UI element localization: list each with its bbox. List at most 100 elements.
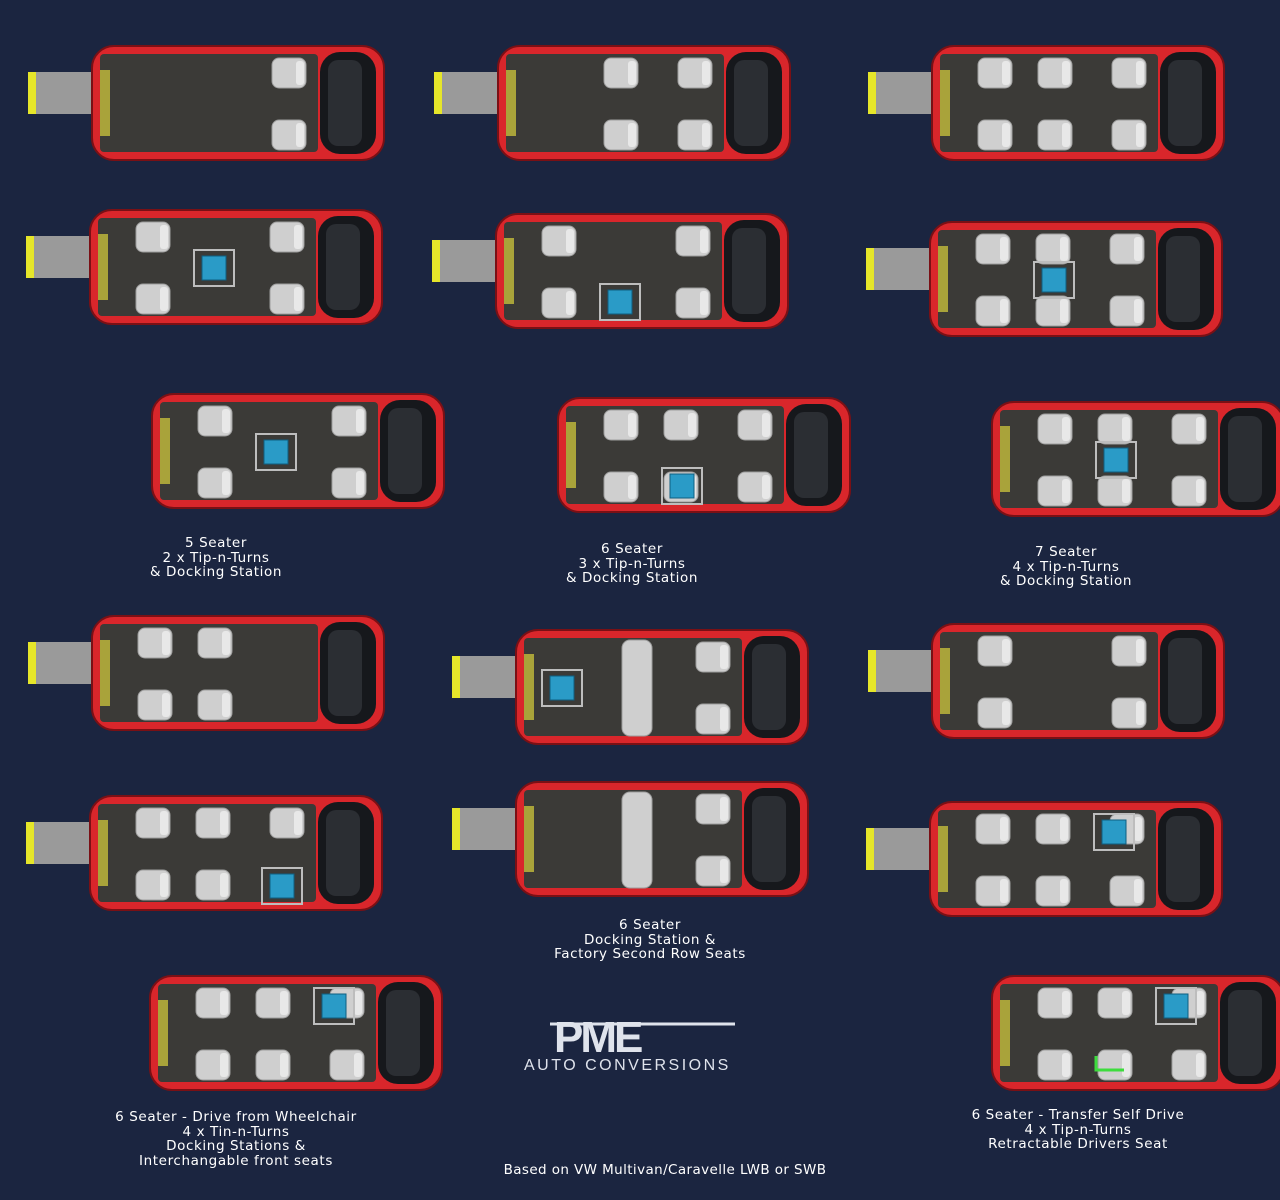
caption-line: 6 Seater <box>601 541 663 557</box>
caption-line: 5 Seater <box>185 535 247 551</box>
seat-back <box>354 991 362 1015</box>
wheelchair-icon <box>669 473 695 499</box>
caption-line: & Docking Station <box>999 573 1133 589</box>
seat-back <box>1060 237 1068 261</box>
dashboard <box>752 644 786 730</box>
seat-back <box>162 631 170 655</box>
seat-back <box>1062 479 1070 503</box>
seat-back <box>220 1053 228 1077</box>
dashboard <box>326 224 360 310</box>
rear-threshold <box>938 826 948 892</box>
dashboard <box>752 796 786 882</box>
caption-drive-from-wheelchair: 6 Seater - Drive from Wheelchair 4 x Tin… <box>56 1110 416 1168</box>
seat-back <box>222 631 230 655</box>
seat-back <box>720 797 728 821</box>
ramp-edge <box>26 822 34 864</box>
van-layout-10 <box>28 615 385 731</box>
caption-line: Retractable Drivers Seat <box>988 1136 1168 1152</box>
rear-threshold <box>940 648 950 714</box>
docking-station-frame <box>1033 261 1075 299</box>
seat-back <box>1134 237 1142 261</box>
seat-back <box>1060 879 1068 903</box>
dashboard <box>1228 990 1262 1076</box>
ramp-edge <box>868 650 876 692</box>
rear-threshold <box>506 70 516 136</box>
seat-back <box>628 61 636 85</box>
seat-back <box>762 475 770 499</box>
seat-back <box>160 811 168 835</box>
footer-note: Based on VW Multivan/Caravelle LWB or SW… <box>503 1162 827 1178</box>
caption-line: 3 x Tip-n-Turns <box>578 555 686 572</box>
dashboard <box>386 990 420 1076</box>
caption-line: 4 x Tin-n-Turns <box>182 1123 290 1140</box>
floor <box>100 54 318 152</box>
caption-6-seater: 6 Seater 3 x Tip-n-Turns & Docking Stati… <box>452 542 812 586</box>
van-layout-2 <box>434 45 791 161</box>
dashboard <box>1228 416 1262 502</box>
seat-back <box>1196 417 1204 441</box>
van-layout-3 <box>868 45 1225 161</box>
seat-back <box>1134 879 1142 903</box>
rear-threshold <box>98 234 108 300</box>
wheelchair-icon <box>269 873 295 899</box>
bench-seat <box>621 791 653 889</box>
seat-back <box>1122 991 1130 1015</box>
seat-back <box>280 1053 288 1077</box>
seat-back <box>222 471 230 495</box>
seat-back <box>1196 1053 1204 1077</box>
seat-back <box>1002 701 1010 725</box>
caption-transfer-self-drive: 6 Seater - Transfer Self Drive 4 x Tip-n… <box>898 1108 1258 1152</box>
docking-station-frame <box>193 249 235 287</box>
seat-back <box>566 229 574 253</box>
docking-station-frame <box>661 467 703 505</box>
docking-station-frame <box>313 987 355 1025</box>
bench-seat <box>621 639 653 737</box>
seat-back <box>1196 479 1204 503</box>
ramp-edge <box>866 248 874 290</box>
ramp-edge <box>432 240 440 282</box>
seat-back <box>628 475 636 499</box>
wheelchair-icon <box>607 289 633 315</box>
ramp-edge <box>868 72 876 114</box>
seat-back <box>720 707 728 731</box>
ramp <box>26 822 96 864</box>
dashboard <box>732 228 766 314</box>
seat-back <box>1136 123 1144 147</box>
dashboard <box>328 60 362 146</box>
dashboard <box>1166 236 1200 322</box>
floor <box>506 54 724 152</box>
caption-line: 6 Seater - Drive from Wheelchair <box>115 1109 357 1125</box>
logo-subtitle: AUTO CONVERSIONS <box>524 1057 731 1074</box>
ramp-edge <box>866 828 874 870</box>
dashboard <box>1168 60 1202 146</box>
seat-back <box>762 413 770 437</box>
seat-back <box>628 123 636 147</box>
caption-line: 6 Seater - Transfer Self Drive <box>971 1107 1185 1123</box>
seat-back <box>160 873 168 897</box>
rear-threshold <box>160 418 170 484</box>
ramp-edge <box>26 236 34 278</box>
seat-back <box>1060 299 1068 323</box>
seat-back <box>160 225 168 249</box>
seat-back <box>1062 417 1070 441</box>
seat-back <box>356 409 364 433</box>
seat-back <box>720 859 728 883</box>
wheelchair-icon <box>263 439 289 465</box>
seat-back <box>702 123 710 147</box>
seat-back <box>700 229 708 253</box>
van-layout-12 <box>868 623 1225 739</box>
caption-line: Factory Second Row Seats <box>554 946 746 962</box>
seat-back <box>1000 299 1008 323</box>
dashboard <box>328 630 362 716</box>
van-layout-17 <box>991 975 1280 1091</box>
seat-back <box>220 873 228 897</box>
van-layout-11 <box>452 629 809 745</box>
seat-back <box>702 61 710 85</box>
pme-logo: PME AUTO CONVERSIONS <box>524 1018 735 1074</box>
ramp-edge <box>434 72 442 114</box>
caption-line: 2 x Tip-n-Turns <box>162 549 270 566</box>
caption-7-seater: 7 Seater 4 x Tip-n-Turns & Docking Stati… <box>886 545 1246 589</box>
seat-back <box>1062 123 1070 147</box>
seat-back <box>162 693 170 717</box>
seat-back <box>222 693 230 717</box>
